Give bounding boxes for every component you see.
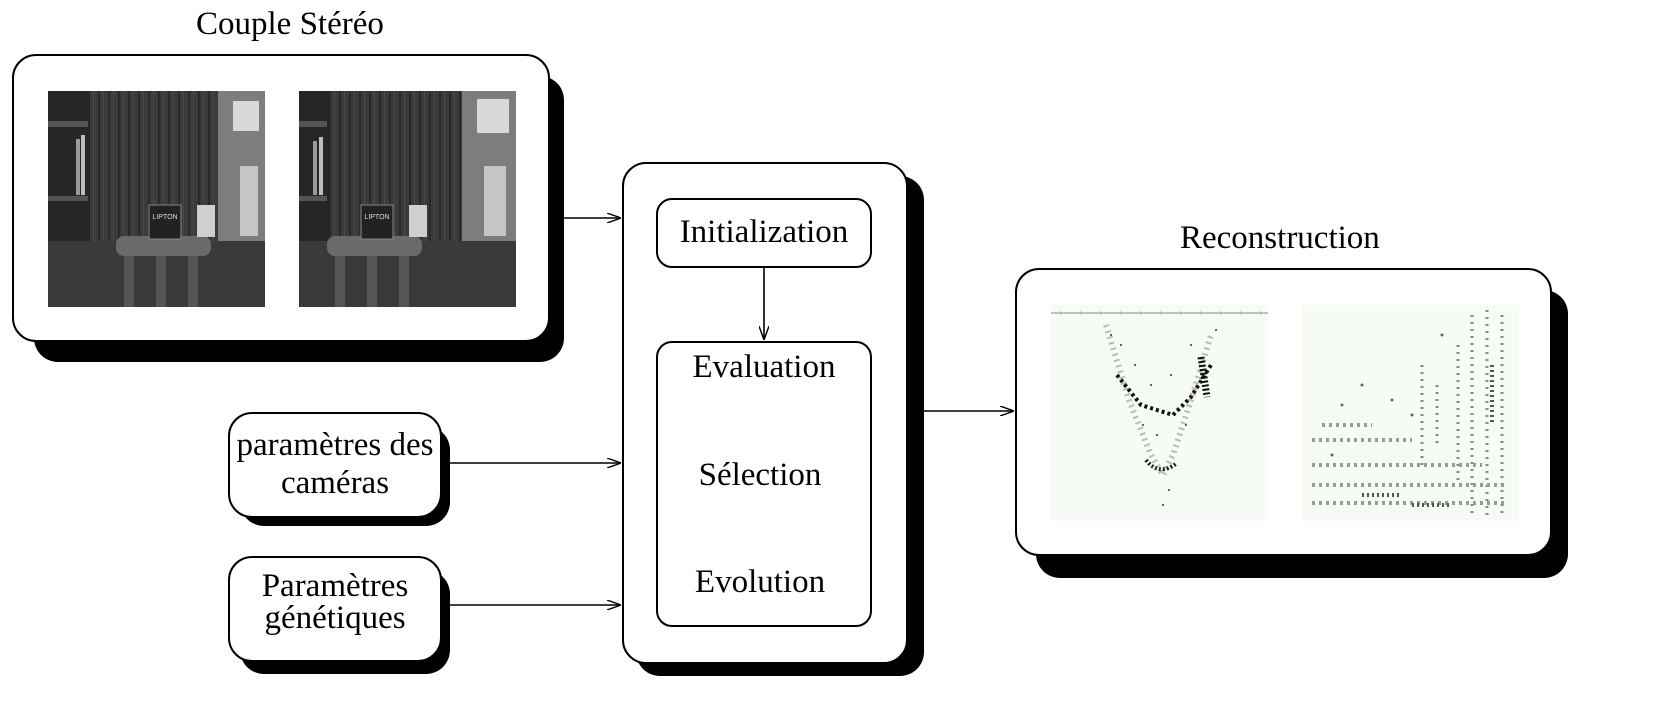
evaluation-label: Evaluation xyxy=(692,349,836,385)
book-title: LIPTON xyxy=(364,214,389,221)
initialization-label: Initialization xyxy=(679,214,849,250)
evolution-label: Evolution xyxy=(694,564,826,600)
left-stereo-image: LIPTON xyxy=(48,91,265,307)
genetic-params-box xyxy=(228,556,442,662)
camera-params-line1: paramètres des xyxy=(236,427,434,463)
initialization-box xyxy=(656,198,872,268)
genetic-params-line1: Paramètres xyxy=(261,568,409,604)
reconstruction-top-view xyxy=(1051,305,1268,521)
selection-label: Sélection xyxy=(698,457,822,493)
stereo-pair-panel: LIPTON xyxy=(12,54,550,342)
camera-params-box xyxy=(228,412,442,518)
reconstruction-title: Reconstruction xyxy=(1180,220,1380,256)
ga-loop-box xyxy=(656,341,872,627)
genetic-params-line2: génétiques xyxy=(264,600,406,636)
camera-params-line2: caméras xyxy=(280,465,390,501)
book-title: LIPTON xyxy=(152,214,177,221)
reconstruction-panel xyxy=(1015,268,1552,556)
reconstruction-front-view xyxy=(1302,305,1519,521)
right-stereo-image: LIPTON xyxy=(299,91,516,307)
stereo-pair-title: Couple Stéréo xyxy=(196,6,384,42)
